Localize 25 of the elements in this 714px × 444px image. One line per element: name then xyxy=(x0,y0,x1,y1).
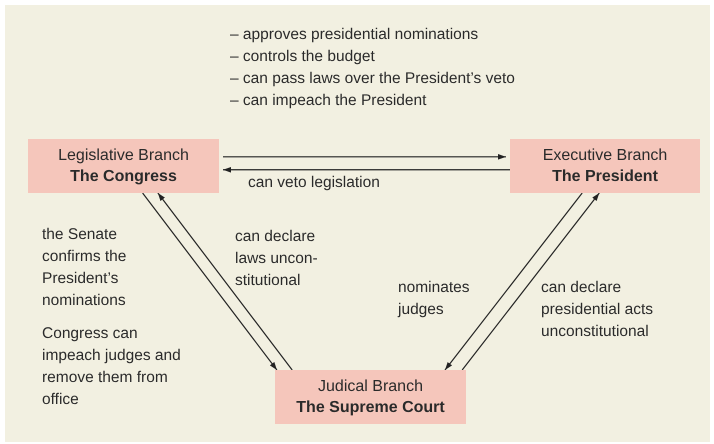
branch-name: The Supreme Court xyxy=(296,398,445,418)
arrow xyxy=(462,192,600,370)
edge-label: can declare laws uncon-stitutional xyxy=(235,227,319,291)
branch-box xyxy=(510,139,700,193)
branch-title: Legislative Branch xyxy=(58,146,189,166)
power-note: – can pass laws over the President’s veto xyxy=(230,69,516,89)
power-note: Congress can impeach judges and remove them from office xyxy=(42,324,182,410)
edge-label: nominates judges xyxy=(398,278,471,320)
power-note: the Senate confirms the President’s nominations xyxy=(42,225,128,311)
arrow xyxy=(157,192,293,370)
branch-name: The President xyxy=(552,167,658,187)
arrow xyxy=(223,154,506,160)
branch-box xyxy=(275,370,466,424)
edge-label: can declare presidential acts unconstitutional xyxy=(541,278,654,342)
power-note: – approves presidential nominations xyxy=(230,25,480,45)
branch-name: The Congress xyxy=(70,167,177,187)
edge-label: can veto legislation xyxy=(248,173,381,193)
branch-title: Judical Branch xyxy=(318,377,423,397)
arrow xyxy=(223,166,510,173)
arrow xyxy=(142,192,278,370)
arrow xyxy=(444,192,583,370)
branch-box xyxy=(28,139,219,193)
power-note: – controls the budget xyxy=(230,47,376,67)
branch-title: Executive Branch xyxy=(542,146,668,166)
power-note: – can impeach the President xyxy=(230,91,428,111)
